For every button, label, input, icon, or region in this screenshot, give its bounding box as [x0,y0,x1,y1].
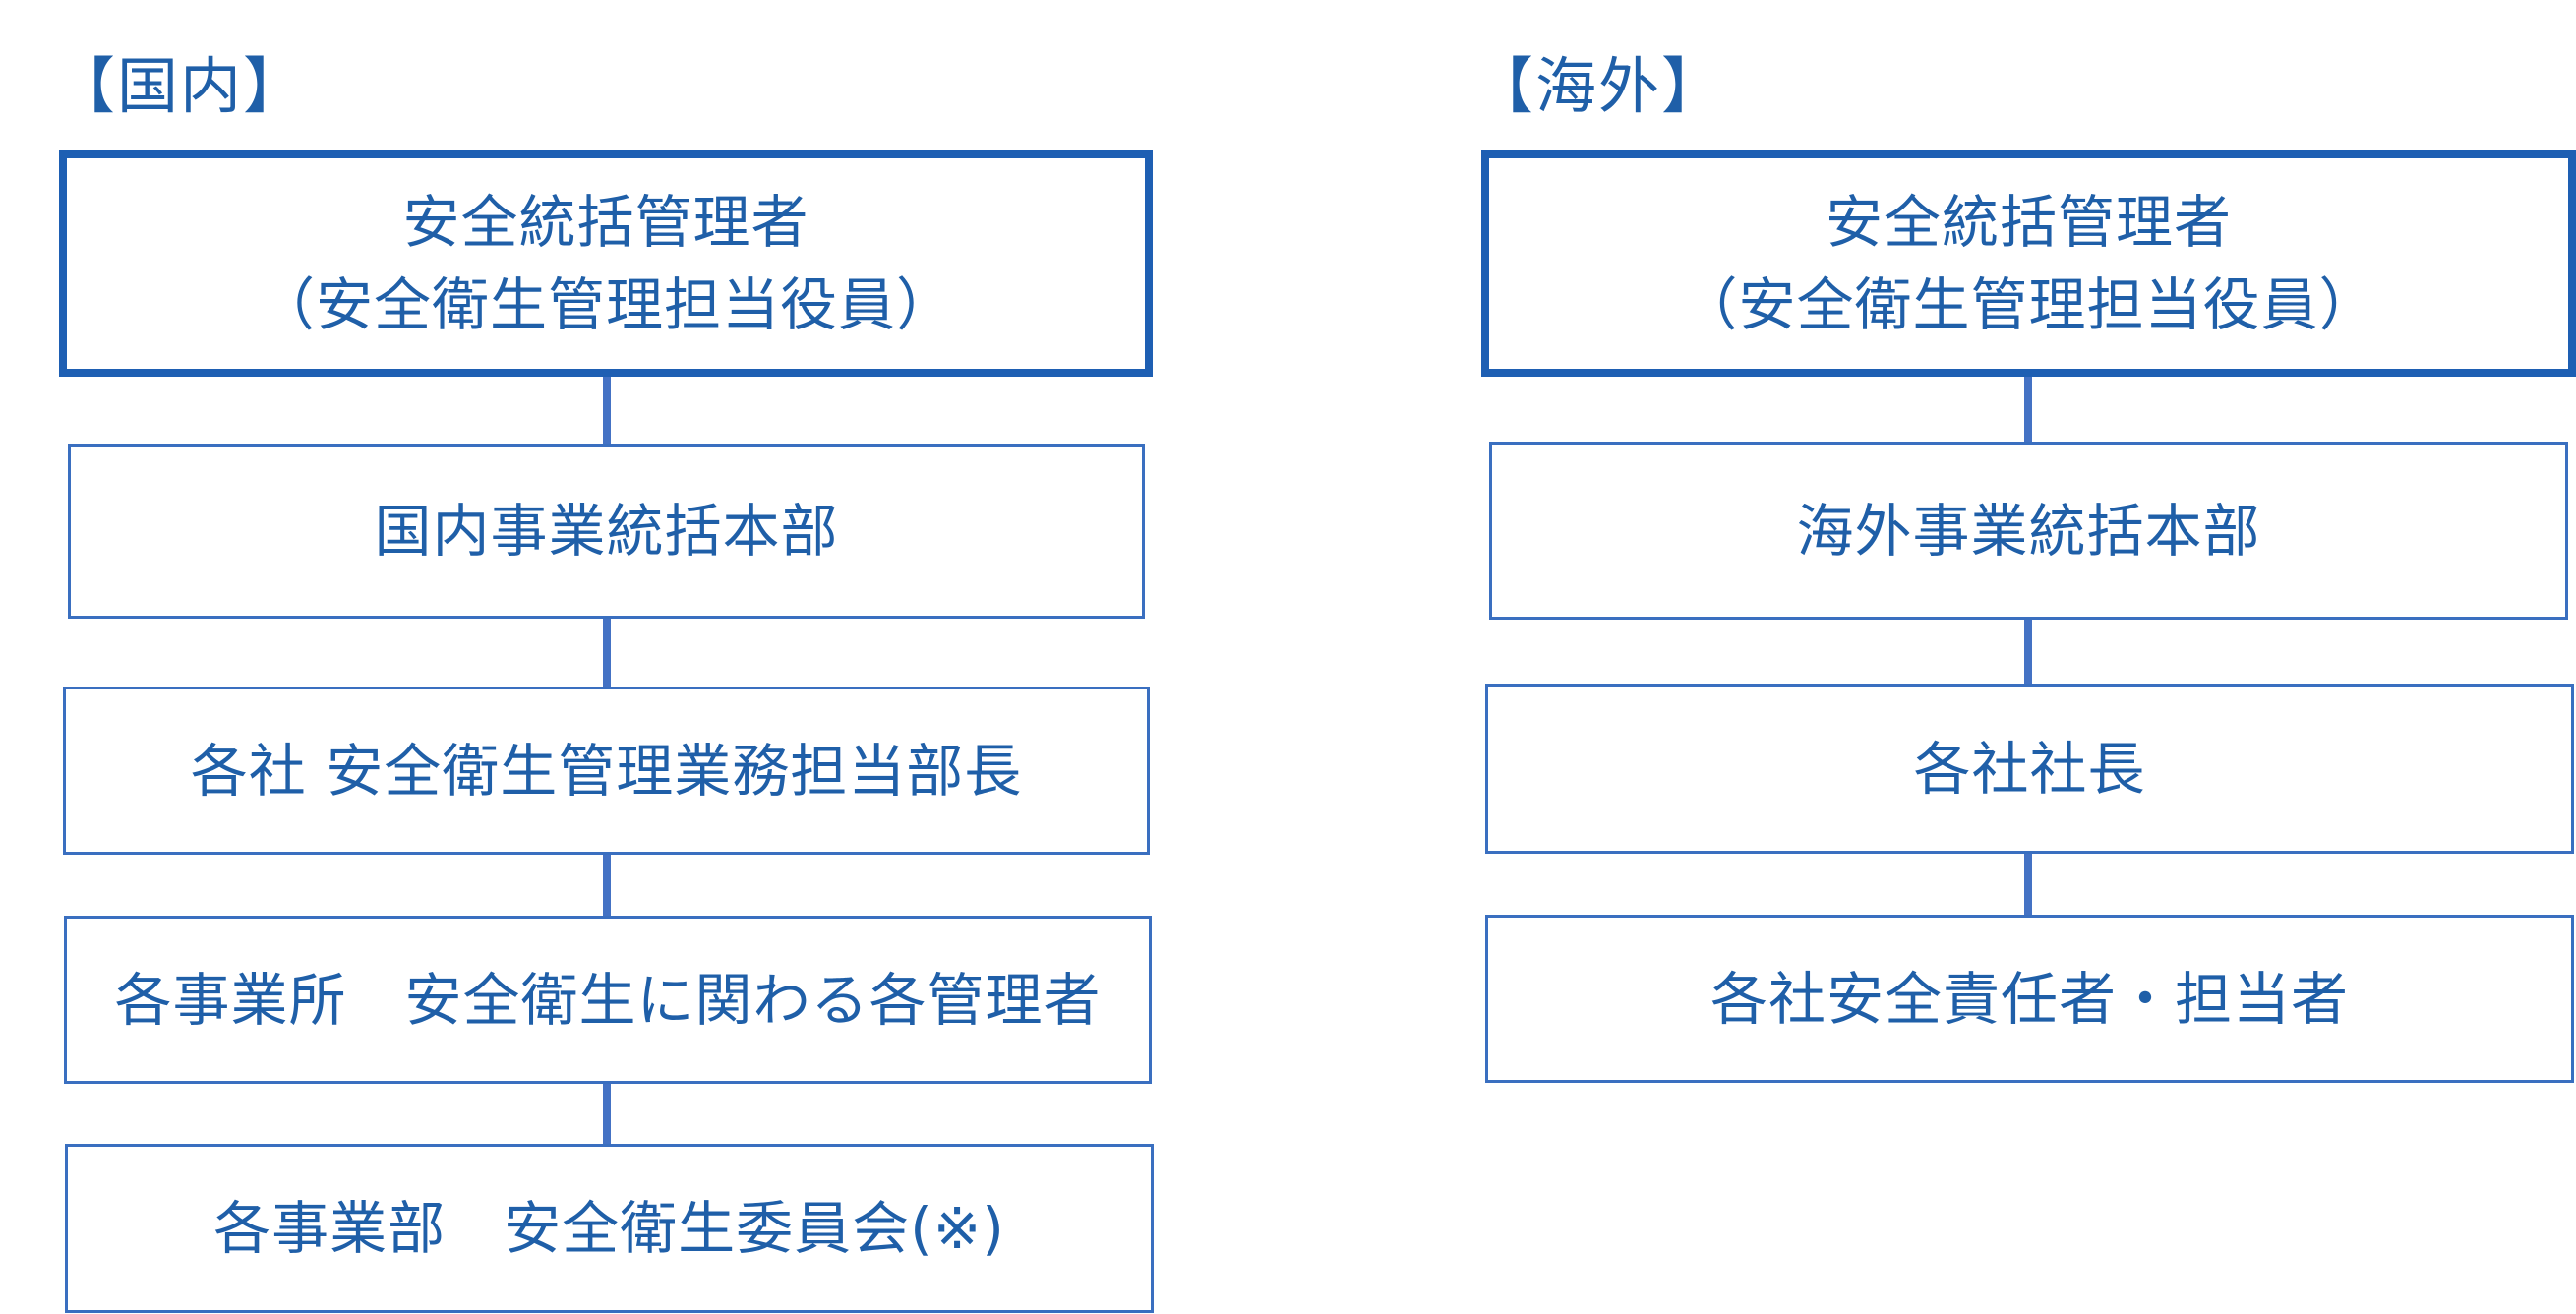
overseas-top-line2: （安全衛生管理担当役員） [1680,271,2377,338]
domestic-company-manager-box: 各社 安全衛生管理業務担当部長 [63,687,1150,855]
domestic-committee-box: 各事業部 安全衛生委員会(※) [65,1144,1154,1313]
overseas-level2-label: 海外事業統括本部 [1796,497,2261,565]
overseas-level4-label: 各社安全責任者・担当者 [1709,965,2349,1033]
domestic-top-line1: 安全統括管理者 [402,189,809,256]
overseas-top-line1: 安全統括管理者 [1825,189,2232,256]
domestic-level5-label: 各事業部 安全衛生委員会(※) [213,1195,1005,1262]
overseas-connector-1 [2024,377,2032,444]
domestic-safety-general-manager-box: 安全統括管理者 （安全衛生管理担当役員） [59,150,1153,377]
overseas-safety-officers-box: 各社安全責任者・担当者 [1485,915,2574,1083]
domestic-level4-label: 各事業所 安全衛生に関わる各管理者 [114,966,1102,1034]
overseas-connector-2 [2024,620,2032,685]
domestic-section-title: 【国内】 [54,50,307,122]
overseas-connector-3 [2024,854,2032,916]
domestic-top-line2: （安全衛生管理担当役員） [257,271,954,338]
domestic-office-managers-box: 各事業所 安全衛生に関わる各管理者 [64,916,1152,1084]
domestic-level3-label: 各社 安全衛生管理業務担当部長 [190,737,1023,805]
overseas-business-headquarters-box: 海外事業統括本部 [1489,442,2568,620]
domestic-connector-1 [603,377,611,446]
overseas-section-title: 【海外】 [1472,50,1725,122]
domestic-connector-2 [603,619,611,687]
domestic-connector-4 [603,1084,611,1145]
overseas-safety-general-manager-box: 安全統括管理者 （安全衛生管理担当役員） [1481,150,2576,377]
overseas-company-president-box: 各社社長 [1485,684,2574,854]
domestic-connector-3 [603,855,611,916]
overseas-level3-label: 各社社長 [1913,735,2146,803]
domestic-business-headquarters-box: 国内事業統括本部 [68,444,1145,619]
domestic-level2-label: 国内事業統括本部 [374,498,839,565]
